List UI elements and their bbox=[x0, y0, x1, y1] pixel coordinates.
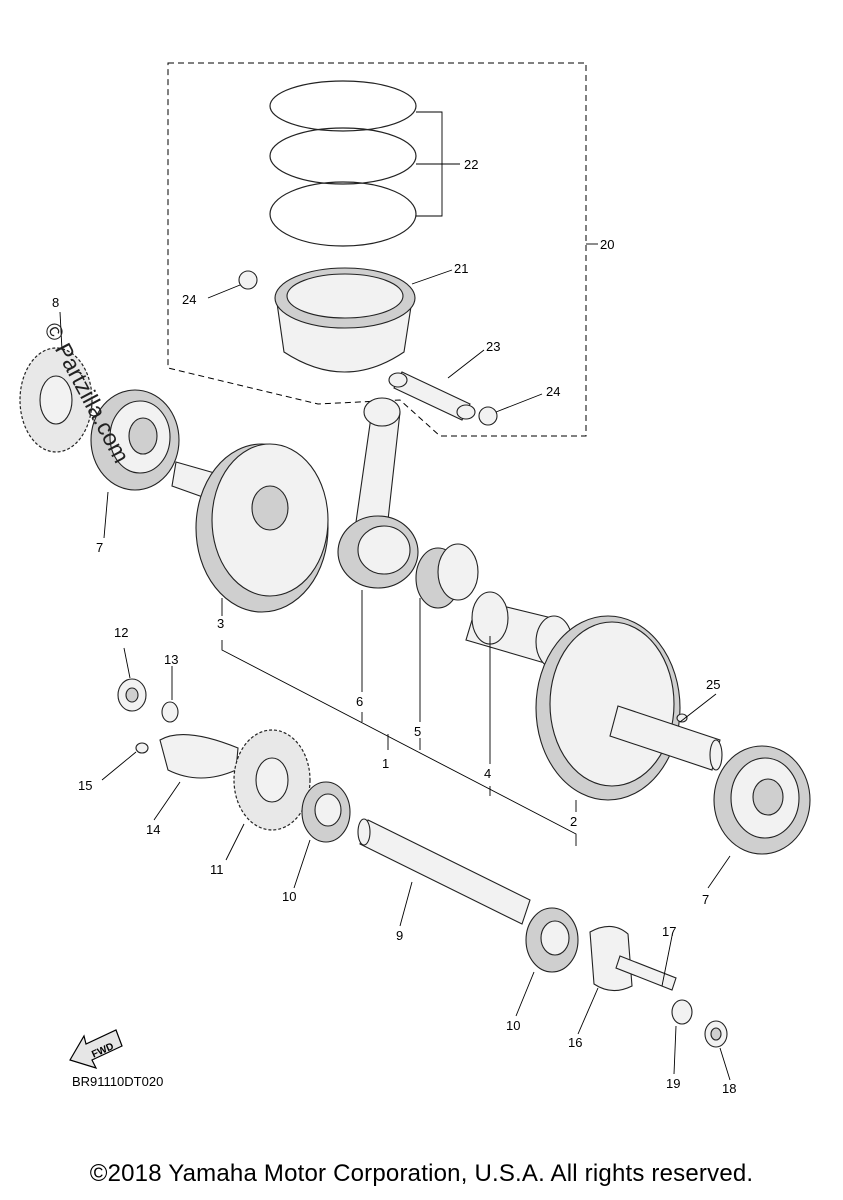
callout-15: 15 bbox=[78, 778, 92, 793]
diagram-code: BR91110DT020 bbox=[72, 1074, 164, 1089]
key-25 bbox=[676, 713, 688, 723]
piston-rings bbox=[269, 80, 417, 247]
callout-12: 12 bbox=[114, 625, 128, 640]
callout-18: 18 bbox=[722, 1081, 736, 1096]
washer-13 bbox=[161, 701, 179, 723]
callout-24b: 24 bbox=[546, 384, 560, 399]
circlip-left bbox=[238, 270, 258, 290]
callout-25: 25 bbox=[706, 677, 720, 692]
crank-web-right bbox=[535, 615, 723, 801]
callout-3: 3 bbox=[217, 616, 224, 631]
callout-1: 1 bbox=[382, 756, 389, 771]
bearing-10-right bbox=[525, 907, 579, 973]
leader-lines bbox=[59, 111, 731, 1081]
callout-13: 13 bbox=[164, 652, 178, 667]
callout-24a: 24 bbox=[182, 292, 196, 307]
piston bbox=[274, 267, 416, 373]
callout-16: 16 bbox=[568, 1035, 582, 1050]
bearing-10-left bbox=[301, 781, 351, 843]
piston-pin bbox=[388, 371, 476, 421]
crank-pin bbox=[465, 591, 573, 669]
balancer-shaft-9 bbox=[357, 818, 531, 925]
callout-9: 9 bbox=[396, 928, 403, 943]
balancer-weight-14 bbox=[159, 734, 239, 779]
callout-7a: 7 bbox=[96, 540, 103, 555]
callout-2: 2 bbox=[570, 814, 577, 829]
nut-18 bbox=[704, 1020, 728, 1048]
callout-5: 5 bbox=[414, 724, 421, 739]
callout-22: 22 bbox=[464, 157, 478, 172]
bearing-left bbox=[90, 389, 180, 491]
connecting-rod bbox=[337, 397, 419, 589]
copyright-notice: ©2018 Yamaha Motor Corporation, U.S.A. A… bbox=[89, 1160, 754, 1187]
bearing-right bbox=[713, 745, 811, 855]
washer-19 bbox=[671, 999, 693, 1025]
callout-8: 8 bbox=[52, 295, 59, 310]
key-15 bbox=[135, 742, 149, 754]
callout-6: 6 bbox=[356, 694, 363, 709]
balancer-weight-16 bbox=[589, 925, 677, 992]
callout-17: 17 bbox=[662, 924, 676, 939]
callout-20: 20 bbox=[600, 237, 614, 252]
callout-11: 11 bbox=[210, 862, 224, 877]
crank-web-left bbox=[171, 443, 329, 613]
callout-21: 21 bbox=[454, 261, 468, 276]
callout-labels: 22 20 21 24 23 24 8 7 3 12 13 25 6 5 1 4… bbox=[52, 157, 736, 1096]
callout-23: 23 bbox=[486, 339, 500, 354]
gear-8 bbox=[19, 347, 93, 453]
needle-bearing bbox=[415, 543, 479, 609]
callout-4: 4 bbox=[484, 766, 491, 781]
balancer-gear-11 bbox=[233, 729, 311, 831]
callout-10a: 10 bbox=[282, 889, 296, 904]
callout-19: 19 bbox=[666, 1076, 680, 1091]
nut-12 bbox=[117, 678, 147, 712]
circlip-right bbox=[478, 406, 498, 426]
callout-10b: 10 bbox=[506, 1018, 520, 1033]
callout-14: 14 bbox=[146, 822, 160, 837]
callout-7b: 7 bbox=[702, 892, 709, 907]
piston-group-outline bbox=[167, 62, 587, 437]
fwd-arrow-icon: FWD bbox=[69, 1029, 123, 1069]
